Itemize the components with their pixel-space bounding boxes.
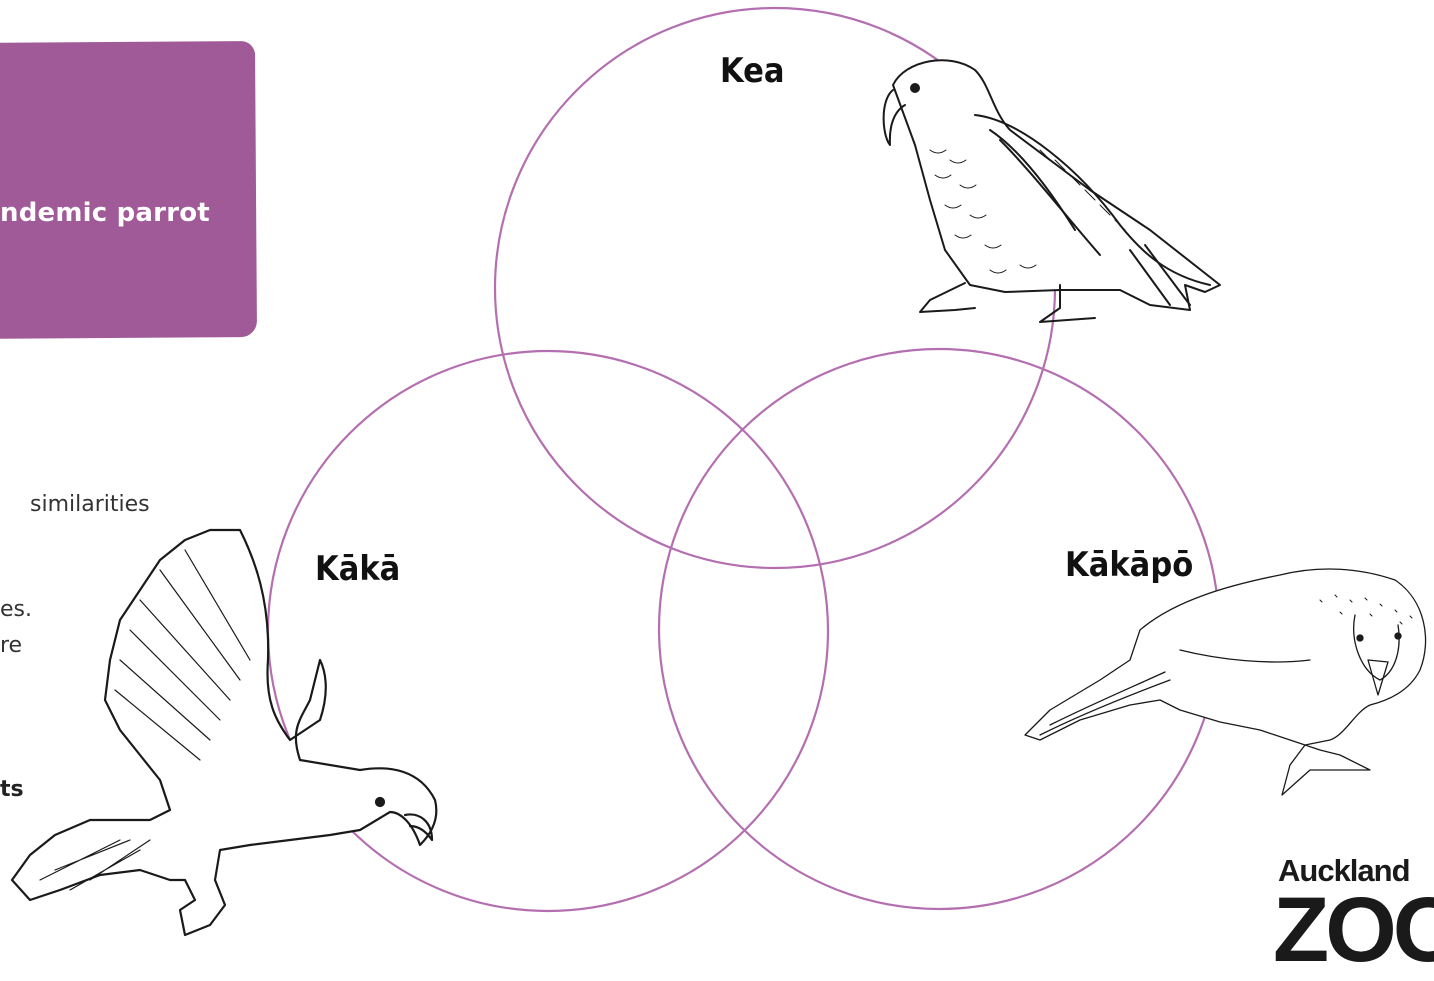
- label-kaka: Kākā: [315, 549, 400, 589]
- venn-diagram: Kea Kākā Kākāpō: [0, 0, 1434, 947]
- kea-illustration: [884, 60, 1220, 322]
- kaka-illustration: [12, 530, 436, 935]
- logo-zoo: ZOO: [1273, 884, 1434, 976]
- kakapo-illustration: [1025, 569, 1426, 795]
- label-kakapo: Kākāpō: [1065, 545, 1193, 585]
- venn-circle-kakapo: [659, 349, 1219, 909]
- label-kea: Kea: [720, 51, 785, 91]
